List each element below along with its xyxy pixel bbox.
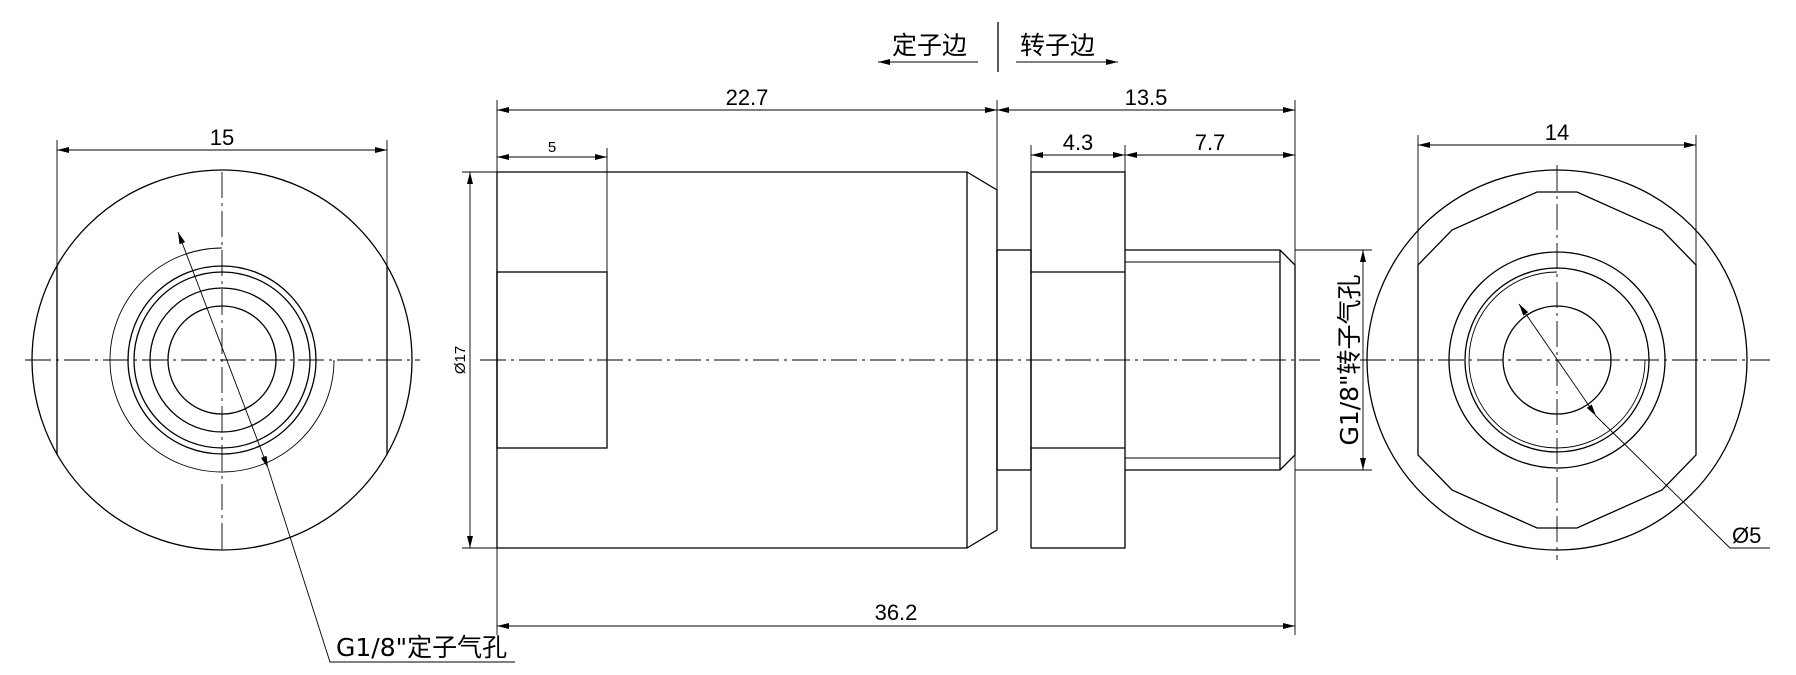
right-width-value: 14 [1545,120,1569,145]
left-width-value: 15 [210,125,234,150]
hex-outline [1417,191,1697,529]
hole-diameter-leader [1595,415,1770,549]
left-thread-arc [109,247,335,473]
left-port-leader-line [267,467,515,663]
hex-width-value: 4.3 [1063,130,1094,155]
rotor-side-label: 转子边 [1020,31,1095,60]
thread-length-value: 7.7 [1195,130,1226,155]
rotor-thread-end [1125,249,1296,471]
hole-diameter-arrows [1518,303,1597,417]
hole-diameter-value: Ø5 [1732,523,1761,548]
rotor-length-value: 13.5 [1125,85,1168,110]
right-thread-arc [1468,271,1646,449]
diameter-value: Ø17 [452,346,469,374]
rotor-port-label: G1/8"转子气孔 [1335,274,1364,445]
left-port-leader-arrows [177,231,269,469]
stator-length-value: 22.7 [726,85,769,110]
stator-port-label: G1/8"定子气孔 [336,633,507,662]
right-end-view: 14 Ø5 [1360,120,1770,560]
side-view: 22.7 13.5 5 4.3 7.7 Ø17 36.2 G1/8"转子气孔 [452,85,1372,635]
recess-length-value: 5 [548,139,556,156]
total-length-value: 36.2 [875,600,918,625]
left-end-view: 15 G1/8"定子气孔 [25,125,515,663]
side-indicator: 定子边 转子边 [878,22,1118,72]
stator-side-label: 定子边 [892,31,967,60]
